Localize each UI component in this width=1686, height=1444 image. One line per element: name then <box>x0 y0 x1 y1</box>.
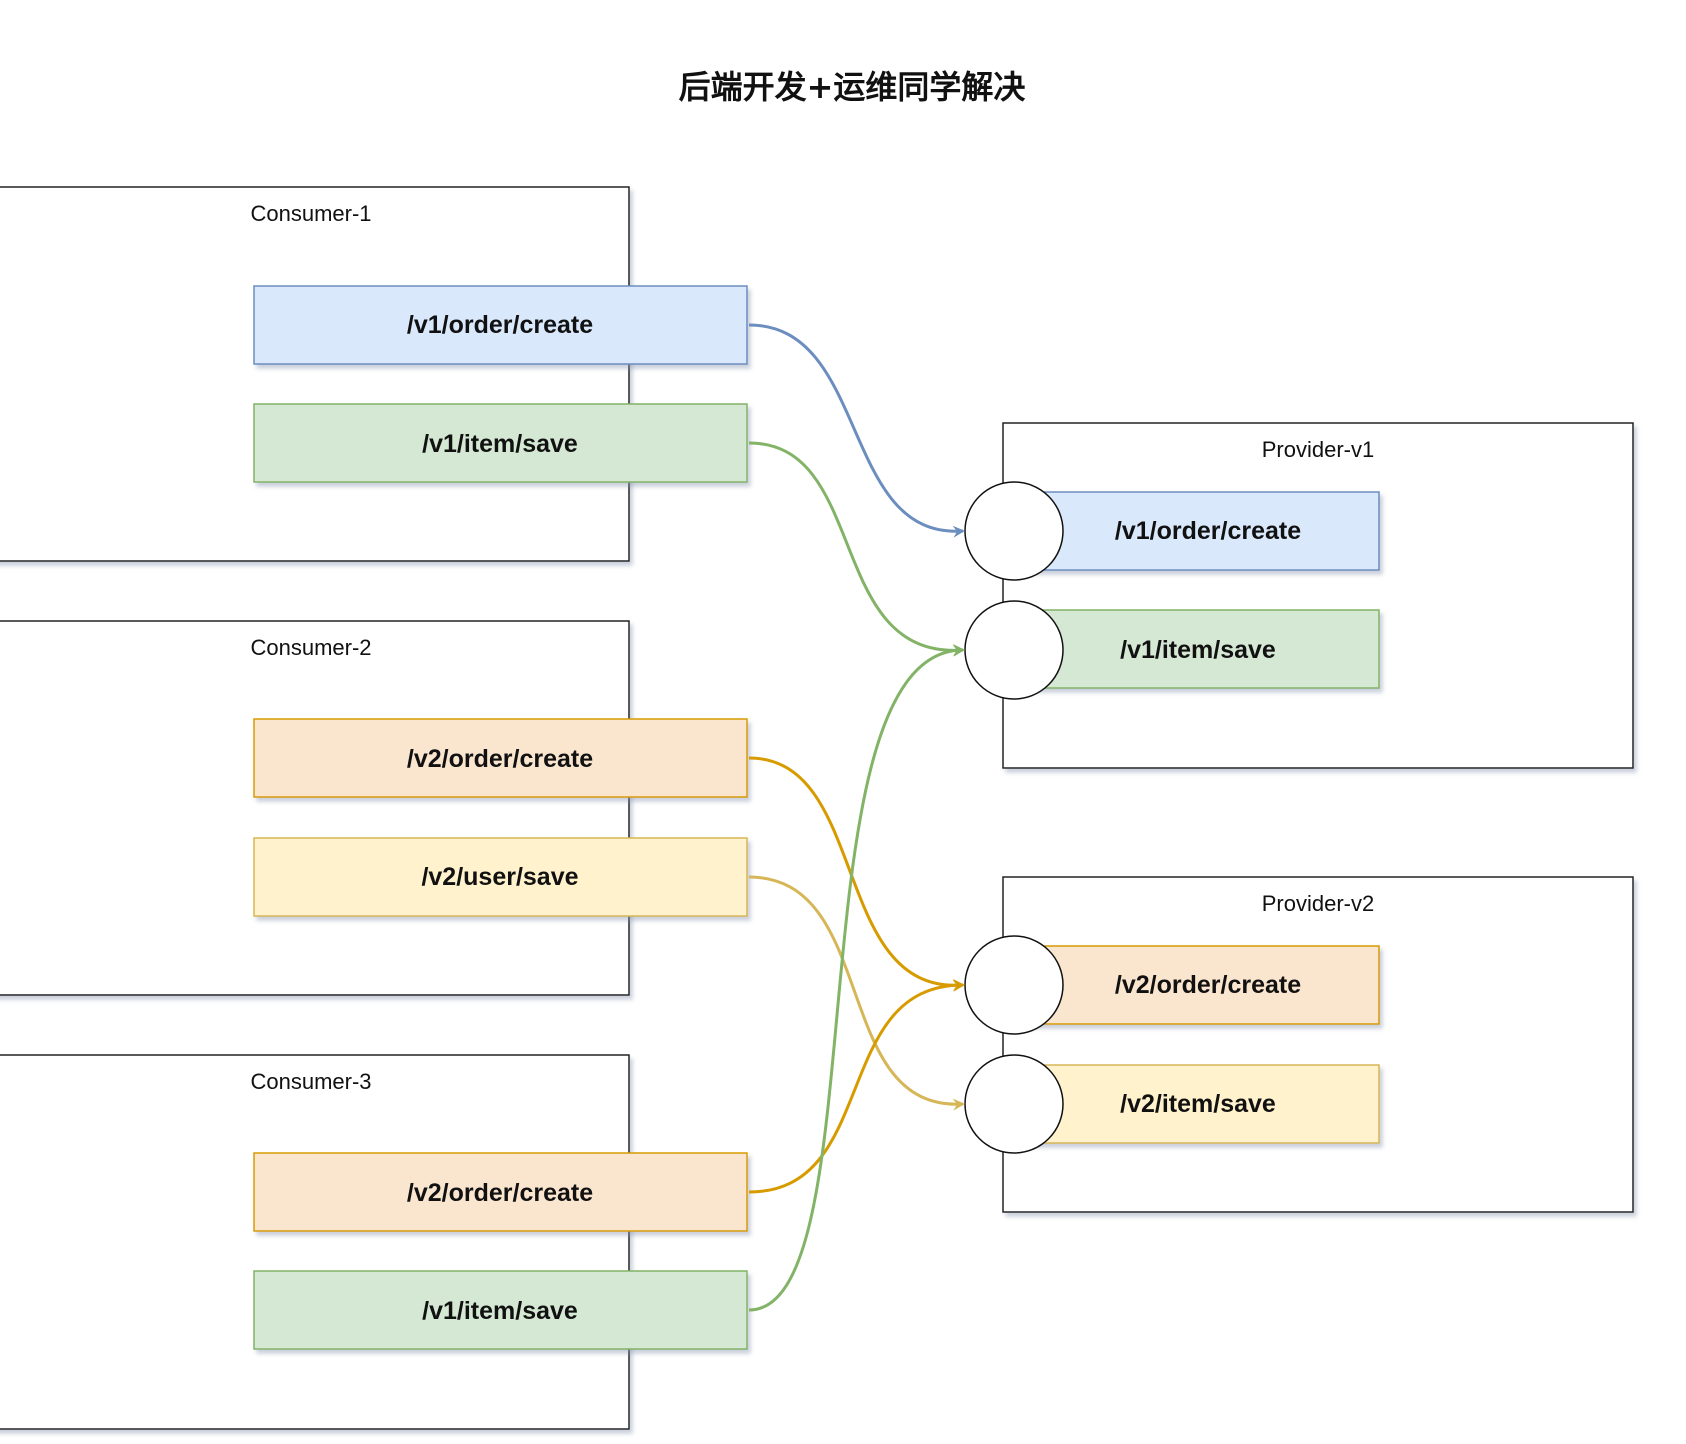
provider-v1-endpoint-order-create[interactable] <box>1016 491 1380 571</box>
consumer-1-box <box>0 186 630 562</box>
consumer-3-endpoint-item-save[interactable] <box>253 1270 748 1350</box>
connector-c3-item-save <box>748 644 965 1312</box>
diagram-title: 后端开发+运维同学解决 <box>679 68 1026 106</box>
consumer-3-group: Consumer-3 /v2/order/create /v1/item/sav… <box>0 1054 748 1430</box>
provider-v1-port-order-create <box>964 481 1064 581</box>
consumer-3-endpoint-order-create-label: /v2/order/create <box>407 1179 593 1207</box>
consumer-2-endpoint-order-create-label: /v2/order/create <box>407 745 593 773</box>
provider-v2-endpoint-item-save[interactable] <box>1016 1064 1380 1144</box>
provider-v1-endpoint-order-create-label: /v1/order/create <box>1115 517 1301 545</box>
consumer-1-endpoint-order-create-label: /v1/order/create <box>407 311 593 339</box>
consumer-3-label: Consumer-3 <box>250 1069 371 1094</box>
consumer-3-endpoint-order-create[interactable] <box>253 1152 748 1232</box>
consumer-1-label: Consumer-1 <box>250 201 371 226</box>
provider-v1-box <box>1002 422 1634 769</box>
provider-v2-endpoint-item-save-label: /v2/item/save <box>1120 1090 1276 1118</box>
provider-v1-endpoint-item-save-label: /v1/item/save <box>1120 636 1276 664</box>
provider-v2-port-order-create <box>964 935 1064 1035</box>
provider-v2-endpoint-order-create-label: /v2/order/create <box>1115 971 1301 999</box>
consumer-2-group: Consumer-2 /v2/order/create /v2/user/sav… <box>0 620 748 996</box>
consumer-3-box <box>0 1054 630 1430</box>
consumer-2-endpoint-user-save-label: /v2/user/save <box>421 863 578 891</box>
consumer-2-endpoint-user-save[interactable] <box>253 837 748 917</box>
connector-c2-order-create <box>748 756 965 992</box>
provider-v2-group: Provider-v2 /v2/order/create /v2/item/sa… <box>964 876 1634 1213</box>
provider-v2-label: Provider-v2 <box>1262 891 1374 916</box>
provider-v1-label: Provider-v1 <box>1262 437 1374 462</box>
provider-v2-box <box>1002 876 1634 1213</box>
provider-v1-group: Provider-v1 /v1/order/create /v1/item/sa… <box>964 422 1634 769</box>
consumer-1-group: Consumer-1 /v1/order/create /v1/item/sav… <box>0 186 748 562</box>
consumer-1-endpoint-item-save-label: /v1/item/save <box>422 430 578 458</box>
connector-c2-user-save <box>748 875 965 1111</box>
consumer-2-endpoint-order-create[interactable] <box>253 718 748 798</box>
consumer-2-label: Consumer-2 <box>250 635 371 660</box>
consumer-3-endpoint-item-save-label: /v1/item/save <box>422 1297 578 1325</box>
connector-c1-item-save <box>748 441 965 657</box>
provider-v2-port-item-save <box>964 1054 1064 1154</box>
consumer-2-box <box>0 620 630 996</box>
provider-v1-port-item-save <box>964 600 1064 700</box>
connector-c1-order-create <box>748 323 965 538</box>
consumer-1-endpoint-order-create[interactable] <box>253 285 748 365</box>
connector-c3-order-create <box>748 979 965 1194</box>
consumer-1-endpoint-item-save[interactable] <box>253 403 748 483</box>
